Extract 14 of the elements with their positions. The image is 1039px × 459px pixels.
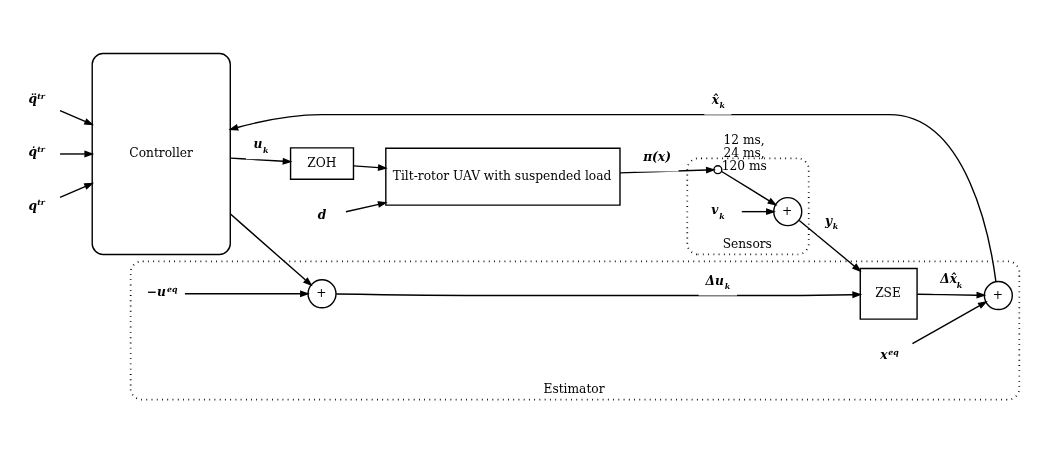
- node-label: 12 ms, 24 ms, 120 ms: [721, 132, 767, 173]
- node-text: q̇$^{tr}$: [28, 144, 45, 159]
- node-text: v$_{k}$: [711, 202, 725, 221]
- node-text: −u$^{eq}$: [146, 284, 178, 299]
- edge-label: Δx̂$_{k}$: [940, 271, 963, 290]
- node-text: q̈$^{tr}$: [28, 91, 45, 106]
- edge-label: π(x): [643, 149, 671, 164]
- node-text: x$^{eq}$: [880, 347, 899, 362]
- node-text: d: [317, 207, 327, 222]
- edge-label: u$_{k}$: [253, 136, 269, 155]
- edge-label: x̂$_{k}$: [711, 92, 726, 110]
- node-text: q$^{tr}$: [28, 197, 45, 213]
- edge-label: y$_{k}$: [824, 213, 839, 231]
- edge-label: Δu$_{k}$: [705, 273, 731, 291]
